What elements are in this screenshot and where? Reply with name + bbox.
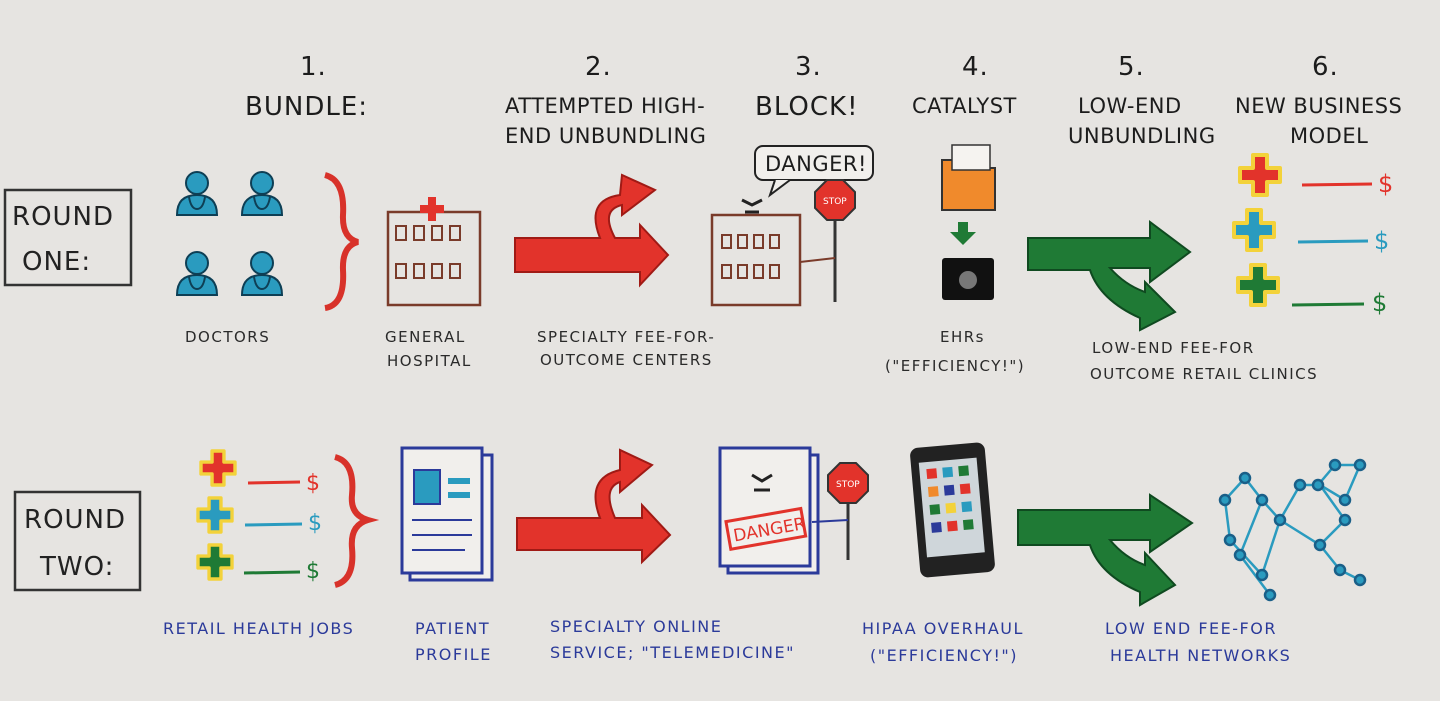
svg-text:$: $ [306,471,320,496]
svg-text:DANGER!: DANGER! [765,152,867,176]
svg-text:LOW-END: LOW-END [1078,94,1182,118]
svg-text:ROUND: ROUND [12,202,114,232]
svg-text:LOW-END FEE-FOR: LOW-END FEE-FOR [1092,339,1255,357]
svg-text:ROUND: ROUND [24,505,126,535]
svg-text:("EFFICIENCY!"): ("EFFICIENCY!") [885,357,1025,375]
svg-text:BUNDLE:: BUNDLE: [245,92,368,122]
health-network-icon [1218,458,1367,602]
blocked-document-icon: DANGER [718,446,820,575]
svg-text:STOP: STOP [823,197,847,207]
step-1-header: 1. BUNDLE: [245,52,368,122]
svg-text:("EFFICIENCY!"): ("EFFICIENCY!") [870,646,1018,665]
step-5-header: 5. LOW-END UNBUNDLING [1068,52,1216,148]
danger-speech-bubble: DANGER! [754,145,874,198]
low-end-health-arrow-icon [1017,493,1194,607]
svg-text:$: $ [1374,227,1389,255]
svg-text:PATIENT: PATIENT [415,619,490,638]
svg-text:HIPAA OVERHAUL: HIPAA OVERHAUL [862,619,1024,638]
svg-text:END UNBUNDLING: END UNBUNDLING [505,124,706,148]
svg-text:$: $ [1372,289,1387,317]
ehr-folder-icon [941,144,996,211]
camera-icon [942,258,994,300]
svg-text:ONE:: ONE: [22,247,91,277]
svg-text:5.: 5. [1118,52,1145,82]
svg-text:SPECIALTY FEE-FOR-: SPECIALTY FEE-FOR- [537,328,715,346]
svg-text:SERVICE; "TELEMEDICINE": SERVICE; "TELEMEDICINE" [550,643,795,662]
round-two-label: ROUND TWO: [13,490,142,592]
round-one-label: ROUND ONE: [3,188,133,287]
svg-text:OUTCOME RETAIL CLINICS: OUTCOME RETAIL CLINICS [1090,365,1318,383]
hospital-icon [386,197,482,307]
svg-text:PROFILE: PROFILE [415,645,492,664]
svg-text:STOP: STOP [836,480,860,490]
round-one-captions: DOCTORS GENERAL HOSPITAL SPECIALTY FEE-F… [185,328,1318,383]
round-two-captions: RETAIL HEALTH JOBS PATIENT PROFILE SPECI… [163,617,1291,665]
svg-text:2.: 2. [585,52,612,82]
step-4-header: 4. CATALYST [912,52,1017,118]
svg-text:GENERAL: GENERAL [385,328,466,346]
doctors-icon [176,171,283,296]
svg-text:DOCTORS: DOCTORS [185,328,270,346]
svg-text:ATTEMPTED HIGH-: ATTEMPTED HIGH- [505,94,705,118]
svg-text:MODEL: MODEL [1290,124,1368,148]
svg-text:HOSPITAL: HOSPITAL [387,352,472,370]
svg-text:UNBUNDLING: UNBUNDLING [1068,124,1216,148]
bundle-brace-icon [323,172,359,311]
svg-text:$: $ [1378,170,1393,198]
svg-text:NEW BUSINESS: NEW BUSINESS [1235,94,1402,118]
retail-clinics-icon: $ $ $ [1232,153,1393,317]
patient-profile-icon [400,446,494,582]
svg-text:TWO:: TWO: [39,552,114,582]
step-2-header: 2. ATTEMPTED HIGH- END UNBUNDLING [505,52,706,148]
svg-text:LOW END FEE-FOR: LOW END FEE-FOR [1105,619,1277,638]
stop-sign-icon: STOP [799,179,856,302]
bundle-brace-icon [334,454,380,588]
svg-text:EHRs: EHRs [940,328,985,346]
svg-text:4.: 4. [962,52,989,82]
stop-sign-icon: STOP [811,462,869,560]
svg-text:1.: 1. [300,52,327,82]
low-end-unbundling-arrow-icon [1027,220,1192,332]
retail-health-jobs-icon: $ $ $ [196,449,322,584]
svg-text:$: $ [308,511,322,536]
svg-text:$: $ [306,559,320,584]
svg-text:SPECIALTY ONLINE: SPECIALTY ONLINE [550,617,722,636]
svg-text:BLOCK!: BLOCK! [755,92,859,122]
high-end-unbundling-arrow-icon [514,173,670,288]
svg-text:RETAIL HEALTH JOBS: RETAIL HEALTH JOBS [163,619,354,638]
svg-text:HEALTH NETWORKS: HEALTH NETWORKS [1110,646,1291,665]
blocked-building-icon [710,198,802,307]
down-arrow-icon [950,222,976,245]
telemedicine-unbundling-arrow-icon [516,448,672,565]
svg-text:3.: 3. [795,52,822,82]
step-6-header: 6. NEW BUSINESS MODEL [1235,52,1402,148]
step-3-header: 3. BLOCK! [755,52,859,122]
svg-text:OUTCOME CENTERS: OUTCOME CENTERS [540,351,713,369]
smartphone-icon [910,442,995,578]
svg-text:CATALYST: CATALYST [912,94,1017,118]
svg-text:6.: 6. [1312,52,1339,82]
